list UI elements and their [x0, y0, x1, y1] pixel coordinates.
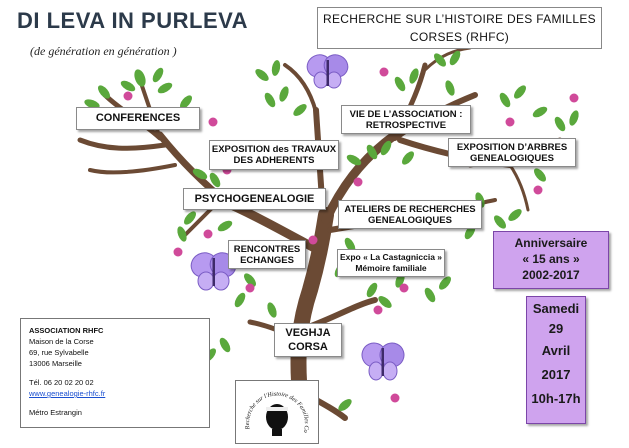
label-ateliers-line-2: GENEALOGIQUES: [368, 214, 452, 226]
event-date-box: Samedi 29 Avril 2017 10h-17h: [526, 296, 586, 424]
label-expo-castagniccia: Expo « La Castagniccia » Mémoire familia…: [337, 249, 445, 277]
label-vie-association: VIE DE L’ASSOCIATION : RETROSPECTIVE: [341, 105, 471, 134]
butterfly-icon: [361, 342, 405, 381]
trunk: [290, 207, 334, 403]
label-casta-line-1: Expo « La Castagniccia »: [339, 252, 443, 262]
label-exposition-travaux: EXPOSITION des TRAVAUX DES ADHERENTS: [209, 140, 339, 170]
association-metro: Métro Estrangin: [29, 408, 82, 417]
label-rencontres: RENCONTRES ECHANGES: [228, 240, 306, 269]
association-address-3: 13006 Marseille: [29, 359, 82, 368]
label-casta-line-2: Mémoire familiale: [355, 263, 427, 273]
label-exposition-arbres: EXPOSITION D’ARBRES GENEALOGIQUES: [448, 138, 576, 167]
moor-head-logo-icon: Recherche sur l'Histoire des Familles Co…: [235, 376, 310, 436]
label-veghja-corsa: VEGHJA CORSA: [274, 323, 342, 357]
label-expo-travaux-line-1: EXPOSITION des TRAVAUX: [211, 144, 337, 155]
branch-right-upper: [321, 130, 400, 225]
label-ateliers: ATELIERS DE RECHERCHES GENEALOGIQUES: [338, 200, 482, 229]
label-conferences: CONFERENCES: [76, 107, 200, 130]
association-address-2: 69, rue Sylvabelle: [29, 348, 89, 357]
label-conferences-text: CONFERENCES: [95, 112, 181, 124]
event-hours: 10h-17h: [531, 391, 581, 406]
anniversary-line-1: Anniversaire: [514, 236, 588, 250]
label-psychogenealogie: PSYCHOGENEALOGIE: [183, 188, 326, 210]
label-psycho-text: PSYCHOGENEALOGIE: [194, 192, 315, 205]
page-subtitle: (de génération en génération ): [30, 44, 177, 58]
organization-banner: RECHERCHE SUR L’HISTOIRE DES FAMILLES CO…: [317, 7, 602, 49]
anniversary-line-3: 2002-2017: [522, 268, 580, 282]
label-veghja-line-2: CORSA: [288, 341, 328, 353]
page-title: DI LEVA IN PURLEVA: [17, 8, 249, 33]
association-info: ASSOCIATION RHFC Maison de la Corse 69, …: [20, 318, 210, 428]
label-ateliers-line-1: ATELIERS DE RECHERCHES: [344, 203, 476, 215]
anniversary-line-2: « 15 ans »: [522, 252, 580, 266]
label-vie-line-1: VIE DE L’ASSOCIATION :: [349, 108, 463, 120]
anniversary-box: Anniversaire « 15 ans » 2002-2017: [493, 231, 609, 289]
event-day: 29: [548, 321, 564, 336]
label-rencontres-line-2: ECHANGES: [240, 254, 294, 266]
butterfly-icon: [306, 54, 349, 89]
label-expo-travaux-line-2: DES ADHERENTS: [233, 155, 315, 166]
event-month: Avril: [541, 343, 571, 358]
label-rencontres-line-1: RENCONTRES: [233, 243, 301, 255]
event-year: 2017: [541, 367, 571, 382]
banner-line-2: CORSES (RHFC): [409, 30, 510, 44]
rhfc-logo: Recherche sur l'Histoire des Familles Co…: [235, 376, 319, 444]
event-weekday: Samedi: [532, 301, 580, 316]
label-veghja-line-1: VEGHJA: [285, 327, 331, 339]
label-vie-line-2: RETROSPECTIVE: [365, 119, 447, 131]
label-expo-arbres-line-1: EXPOSITION D’ARBRES: [456, 141, 568, 153]
association-website-link[interactable]: www.genealogie-rhfc.fr: [29, 389, 106, 398]
banner-line-1: RECHERCHE SUR L’HISTOIRE DES FAMILLES: [323, 12, 596, 26]
association-address-1: Maison de la Corse: [29, 337, 94, 346]
association-phone: Tél. 06 20 02 20 02: [29, 378, 94, 387]
association-name: ASSOCIATION RHFC: [29, 326, 104, 335]
label-expo-arbres-line-2: GENEALOGIQUES: [470, 152, 554, 164]
